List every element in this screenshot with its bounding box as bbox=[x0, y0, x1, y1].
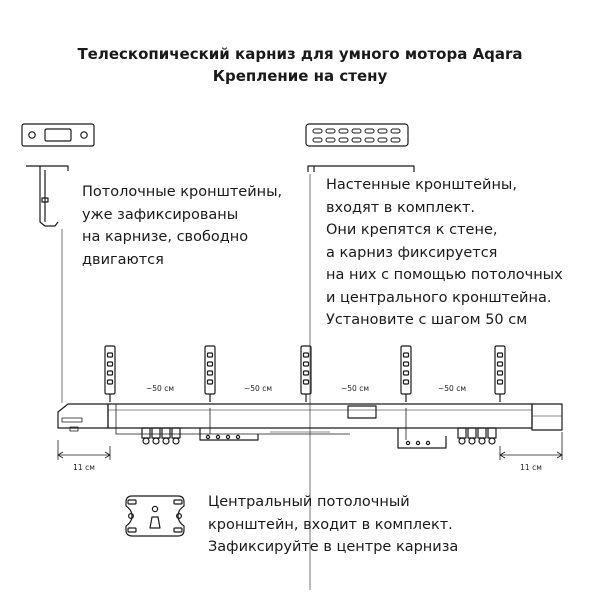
spacing-label-4: ~50 см bbox=[438, 384, 466, 393]
ceiling-brackets-note: Потолочные кронштейны, уже зафиксированы… bbox=[82, 181, 282, 271]
rail-ceiling-bracket-left bbox=[199, 408, 259, 441]
runners-left-group bbox=[141, 427, 181, 445]
center-note-line: Зафиксируйте в центре карниза bbox=[208, 539, 459, 555]
diagram-title-line2: Крепление на стену bbox=[212, 67, 388, 85]
rail-ceiling-bracket-right bbox=[397, 408, 447, 449]
wall-brackets-note: Настенные кронштейны, входят в комплект.… bbox=[326, 174, 563, 332]
ceiling-bracket-side-profile bbox=[26, 165, 69, 227]
rail-center-joint bbox=[347, 405, 377, 419]
wall-bracket-4 bbox=[400, 345, 412, 402]
wall-note-line: и центрального кронштейна. bbox=[326, 289, 552, 306]
ceiling-note-line: уже зафиксированы bbox=[82, 206, 239, 223]
spacing-label-1: ~50 см bbox=[146, 384, 174, 393]
wall-bracket-2 bbox=[204, 345, 216, 402]
left-end-dimension-label: 11 см bbox=[73, 463, 95, 472]
wall-bracket-side-profile bbox=[307, 165, 415, 172]
wall-bracket-top-view bbox=[305, 123, 409, 147]
dimension-left-end bbox=[57, 440, 111, 460]
center-note-line: кронштейн, входит в комплект. bbox=[208, 516, 453, 533]
wall-note-line: Настенные кронштейны, bbox=[326, 177, 517, 193]
center-note-line: Центральный потолочный bbox=[208, 494, 410, 510]
rail-body bbox=[107, 403, 533, 429]
wall-note-line: Они крепятся к стене, bbox=[326, 222, 498, 238]
right-end-dimension-label: 11 см bbox=[520, 463, 542, 472]
center-bracket-note: Центральный потолочный кронштейн, входит… bbox=[208, 491, 458, 559]
wall-note-line: входят в комплект. bbox=[326, 199, 476, 216]
rail-left-end-cap bbox=[57, 403, 109, 429]
wall-bracket-3 bbox=[300, 345, 312, 402]
wall-note-line: Установите с шагом 50 см bbox=[326, 312, 528, 328]
spacing-label-3: ~50 см bbox=[341, 384, 369, 393]
ceiling-note-line: на карнизе, свободно bbox=[82, 229, 249, 245]
ceiling-note-line: двигаются bbox=[82, 251, 164, 268]
rail-motor-end bbox=[531, 403, 563, 431]
dimension-right-end bbox=[499, 432, 563, 460]
center-bracket-top-view bbox=[125, 495, 185, 537]
wall-note-line: а карниз фиксируется bbox=[326, 244, 498, 261]
diagram-title-line1: Телескопический карниз для умного мотора… bbox=[77, 45, 523, 63]
spacing-label-2: ~50 см bbox=[244, 384, 272, 393]
ceiling-bracket-top-view bbox=[21, 123, 95, 147]
runners-right-group bbox=[457, 427, 497, 445]
wall-bracket-5 bbox=[494, 345, 506, 402]
wall-note-line: на них с помощью потолочных bbox=[326, 267, 563, 283]
curtain-rail bbox=[57, 403, 563, 435]
wall-bracket-1 bbox=[104, 345, 116, 402]
ceiling-note-line: Потолочные кронштейны, bbox=[82, 184, 283, 200]
